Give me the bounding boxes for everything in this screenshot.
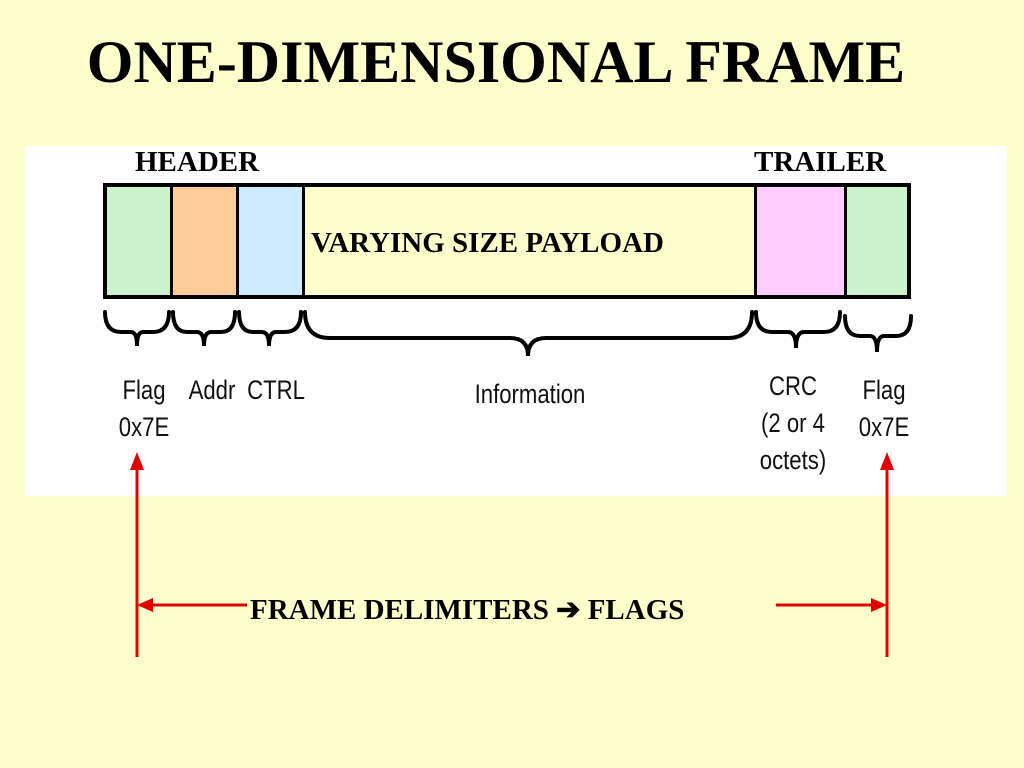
slide-title: ONE-DIMENSIONAL FRAME (86, 29, 906, 95)
field-flag-end: Flag 0x7E (855, 372, 912, 446)
segment-flag-start (107, 187, 173, 295)
frame-box: VARYING SIZE PAYLOAD (103, 183, 911, 299)
brace-crc (754, 310, 842, 349)
field-flag-start: Flag 0x7E (115, 372, 172, 446)
left-horizontal-arrowhead (137, 598, 153, 612)
field-flag-start-line2: 0x7E (118, 412, 170, 442)
delimiter-arrows (130, 452, 894, 657)
field-crc: CRC (2 or 4 octets) (754, 368, 833, 479)
field-crc-line1: CRC (769, 371, 817, 401)
field-flag-start-line1: Flag (122, 375, 166, 405)
braces (103, 310, 913, 357)
field-information-line1: Information (474, 379, 586, 409)
payload-label: VARYING SIZE PAYLOAD (311, 227, 664, 259)
header-label: HEADER (135, 146, 260, 178)
brace-ctrl (237, 310, 303, 347)
brace-information (303, 310, 754, 357)
segment-addr (173, 187, 239, 295)
brace-flag-end (843, 314, 913, 353)
field-addr-line1: Addr (188, 375, 236, 405)
field-crc-line3: octets) (759, 445, 827, 475)
field-flag-end-line1: Flag (862, 375, 906, 405)
trailer-label: TRAILER (754, 146, 887, 178)
segment-payload: VARYING SIZE PAYLOAD (305, 187, 757, 295)
segment-crc (757, 187, 847, 295)
brace-addr (171, 310, 237, 347)
frame-delimiters-label: FRAME DELIMITERS ➔ FLAGS (248, 592, 687, 627)
segment-flag-end (847, 187, 907, 295)
field-addr: Addr (183, 372, 240, 409)
right-vertical-arrowhead (880, 452, 894, 470)
field-ctrl-line1: CTRL (247, 375, 305, 405)
brace-flag-start (103, 310, 171, 347)
field-crc-line2: (2 or 4 (760, 408, 825, 438)
segment-ctrl (239, 187, 305, 295)
left-vertical-arrowhead (130, 452, 144, 470)
field-ctrl: CTRL (246, 372, 307, 409)
field-flag-end-line2: 0x7E (858, 412, 910, 442)
right-horizontal-arrowhead (871, 598, 887, 612)
field-information: Information (464, 376, 595, 413)
